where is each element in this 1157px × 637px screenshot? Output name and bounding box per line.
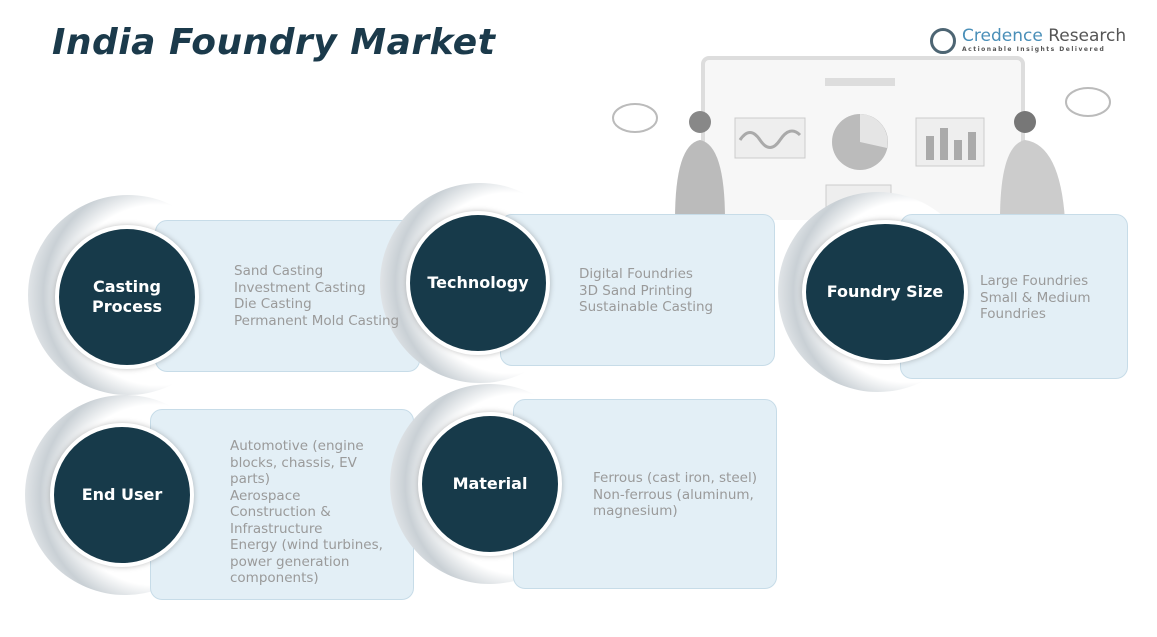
segment-material: Material bbox=[418, 412, 562, 556]
item: Construction & Infrastructure bbox=[230, 504, 331, 537]
item: Digital Foundries bbox=[579, 266, 693, 282]
logo-name-b: Research bbox=[1048, 26, 1127, 46]
item: Sustainable Casting bbox=[579, 299, 714, 315]
segment-casting-process: Casting Process bbox=[55, 225, 199, 369]
logo-icon bbox=[930, 28, 956, 54]
segment-end-user: End User bbox=[50, 423, 194, 567]
segment-card-end-user bbox=[150, 409, 414, 600]
item: Permanent Mold Casting bbox=[234, 312, 400, 329]
logo-tagline: Actionable Insights Delivered bbox=[962, 46, 1106, 53]
segment-card-casting-process bbox=[155, 220, 420, 372]
item: Aerospace bbox=[230, 487, 301, 504]
item: Non-ferrous (aluminum, magnesium) bbox=[593, 486, 754, 520]
item: Automotive (engine blocks, chassis, EV p… bbox=[230, 438, 364, 487]
item: Large Foundries bbox=[980, 273, 1089, 289]
segment-items-material: Ferrous (cast iron, steel)Non-ferrous (a… bbox=[593, 470, 763, 520]
segment-items-end-user: Automotive (engine blocks, chassis, EV p… bbox=[230, 438, 398, 587]
segment-technology: Technology bbox=[406, 211, 550, 355]
item: Small & Medium Foundries bbox=[980, 289, 1091, 323]
logo-name-a: Credence bbox=[962, 26, 1043, 46]
item: Ferrous (cast iron, steel) bbox=[593, 470, 757, 486]
item: 3D Sand Printing bbox=[579, 282, 693, 299]
page-title: India Foundry Market bbox=[52, 22, 496, 63]
item: Investment Casting bbox=[234, 279, 366, 296]
segment-foundry-size: Foundry Size bbox=[802, 220, 968, 364]
item: Energy (wind turbines, power generation … bbox=[230, 537, 383, 586]
item: Die Casting bbox=[234, 296, 312, 312]
item: Sand Casting bbox=[234, 263, 324, 279]
